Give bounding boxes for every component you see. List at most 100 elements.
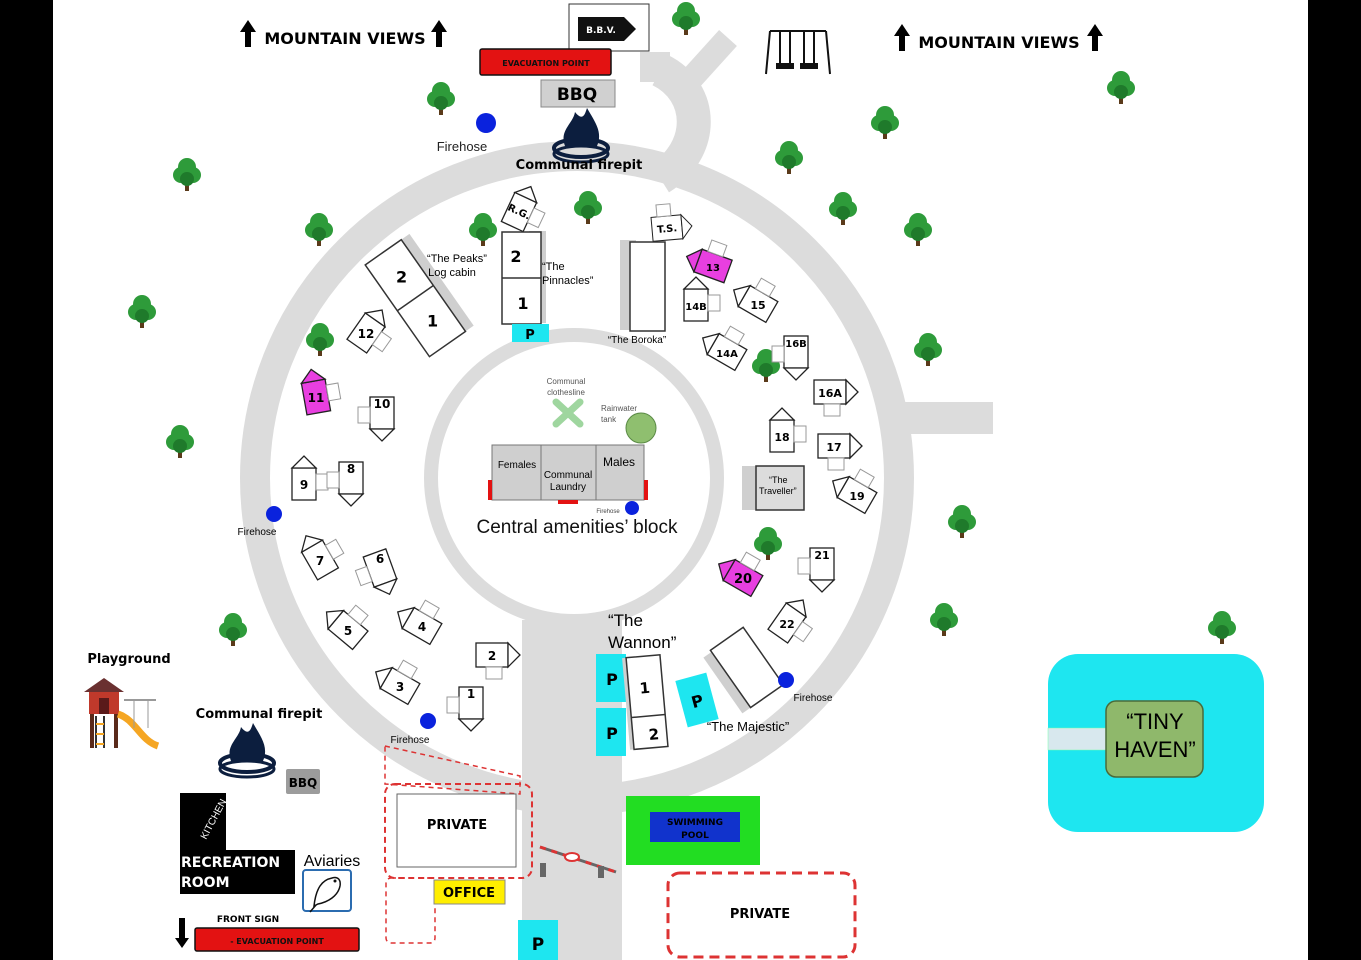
site-3: 3 [369,650,427,706]
clothesline-icon [552,398,584,428]
svg-text:15: 15 [750,299,765,312]
svg-text:MOUNTAIN VIEWS: MOUNTAIN VIEWS [918,33,1079,52]
cabin-the-traveller: “The Traveller” [742,465,805,511]
firehose-right-label: Firehose [794,693,833,704]
arrow-up-icon [431,20,447,47]
svg-text:1: 1 [427,312,438,331]
svg-text:6: 6 [376,552,384,566]
svg-text:2: 2 [648,725,660,744]
svg-text:3: 3 [396,680,404,694]
firehose-left-label: Firehose [238,527,277,538]
svg-text:SWIMMING: SWIMMING [667,818,723,828]
svg-text:9: 9 [300,478,308,492]
aviaries-label: Aviaries [304,853,361,870]
svg-text:BBQ: BBQ [289,776,318,790]
firehose-icon [476,113,496,133]
svg-text:Females: Females [498,460,536,471]
svg-text:20: 20 [734,572,752,587]
pinnacles-label: “The [542,261,565,273]
svg-text:1: 1 [467,687,475,701]
office: OFFICE [433,879,506,905]
svg-text:OFFICE: OFFICE [443,886,495,901]
svg-text:2: 2 [510,247,521,266]
firehose-icon [266,506,282,522]
site-17: 17 [817,433,863,471]
svg-text:8: 8 [347,462,355,476]
firehose-bottom-label: Firehose [391,735,430,746]
site-5: 5 [318,592,377,651]
arrow-down-icon [175,918,189,948]
svg-text:12: 12 [358,327,375,341]
svg-text:11: 11 [308,391,325,405]
mountain-views-left: MOUNTAIN VIEWS [240,20,447,48]
site-9: 9 [291,455,329,501]
cabin-the-pinnacles: 2 1 P [501,231,549,343]
bbq-bottom: BBQ [286,769,320,794]
svg-text:1: 1 [639,679,651,698]
svg-text:16B: 16B [785,339,807,350]
svg-text:“The: “The [608,611,643,630]
playground-icon [84,678,160,750]
svg-text:Traveller”: Traveller” [759,486,797,496]
swing-icon [765,30,831,75]
bbv-sign: B.B.V. [568,3,650,52]
site-16a: 16A [813,379,859,417]
svg-text:Laundry: Laundry [550,482,586,493]
svg-text:“TINY: “TINY [1126,709,1184,734]
bird-icon [302,869,352,913]
site-16b: 16B [771,335,809,381]
svg-text:Wannon”: Wannon” [608,633,677,652]
site-1: 1 [446,686,484,732]
cabin-the-boroka [620,240,666,332]
peaks-sublabel: Log cabin [428,267,476,279]
svg-text:P: P [606,724,618,743]
svg-text:B.B.V.: B.B.V. [586,26,616,36]
svg-text:7: 7 [316,554,324,568]
svg-text:1: 1 [517,294,528,313]
site-15: 15 [727,268,785,324]
peaks-label: “The Peaks” [427,253,487,265]
evacuation-point-top: EVACUATION POINT [479,48,612,76]
site-22: 22 [767,592,824,651]
arrow-up-icon [240,20,256,47]
site-ts: T.S. [650,203,693,242]
svg-text:14A: 14A [716,349,738,360]
svg-text:HAVEN”: HAVEN” [1114,737,1196,762]
site-12: 12 [346,302,403,361]
site-7: 7 [294,523,350,581]
svg-text:14B: 14B [685,302,707,313]
svg-text:Firehose: Firehose [596,509,620,515]
site-21: 21 [797,547,835,593]
svg-text:clothesline: clothesline [547,388,585,397]
svg-text:- EVACUATION POINT: - EVACUATION POINT [230,937,324,946]
svg-text:10: 10 [374,397,391,411]
site-2: 2 [475,642,521,680]
bbq-top: BBQ [540,79,616,108]
svg-text:2: 2 [396,267,407,286]
site-6: 6 [351,548,402,604]
svg-text:13: 13 [706,263,720,274]
boom-gate-icon [539,845,617,878]
firehose-top-label: Firehose [437,139,488,154]
site-19: 19 [826,459,884,515]
svg-text:RECREATION: RECREATION [181,855,280,871]
kitchen-recreation-room: KITCHEN RECREATION ROOM [180,793,295,894]
svg-text:Communal: Communal [544,470,592,481]
svg-text:T.S.: T.S. [657,223,678,236]
cabin-the-peaks: 2 1 [364,233,474,358]
svg-text:22: 22 [779,618,794,631]
svg-text:Communal: Communal [547,377,586,386]
svg-text:PRIVATE: PRIVATE [730,907,790,922]
swimming-pool: SWIMMING POOL [626,796,760,865]
firehose-icon [420,713,436,729]
svg-text:P: P [689,691,706,712]
front-sign: FRONT SIGN - EVACUATION POINT [175,915,360,952]
svg-text:Males: Males [603,455,635,469]
site-10: 10 [357,396,395,442]
svg-text:P: P [532,935,544,955]
site-rg: R.G. [500,180,554,238]
central-amenities: Communal clothesline Rainwater tank Fema… [477,377,678,538]
mountain-views-right: MOUNTAIN VIEWS [894,24,1103,52]
svg-text:5: 5 [344,624,352,638]
site-4: 4 [391,590,449,646]
